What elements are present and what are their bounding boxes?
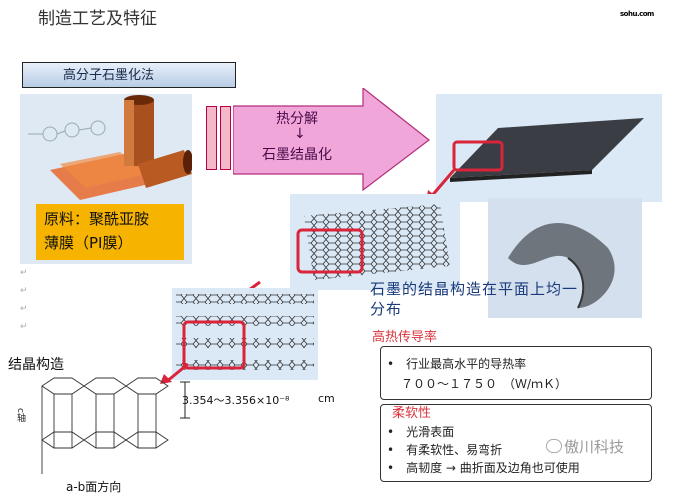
flex-bullet3-text: 高韧度 → 曲折面及边角也可使用 [406,461,580,475]
paragraph-mark-icon: ↵ [20,304,28,314]
flex-bullet1: • 光滑表面 [387,423,454,440]
lattice-unit: cm [318,392,335,405]
process-step2: 石墨结晶化 [262,144,332,164]
flex-bullet3: • 高韧度 → 曲折面及边角也可使用 [387,459,580,476]
raw-material-line1: 原料：聚酰亚胺 [44,208,149,229]
graphite-sheet-illustration [436,94,662,202]
page-title: 制造工艺及特征 [38,4,157,29]
thermal-bullet2: ７００～１７５０ （Ｗ/ｍＫ） [401,375,567,392]
wechat-icon [546,439,562,453]
flex-bullet2: • 有柔软性、易弯折 [387,441,502,458]
flex-bullet2-text: 有柔软性、易弯折 [406,443,502,457]
c-axis-label: c轴 [14,408,27,422]
raw-material-box: 原料：聚酰亚胺 薄膜（PI膜） [36,204,184,260]
slide-image: ↵ ↵ ↵ ↵ ↵ 高分子石墨化法 原料：聚酰亚胺 薄膜（PI膜） 热分解 ↓ … [8,58,672,495]
graphite-sheet-panel [436,94,662,202]
thermal-box: • 行业最高水平的导热率 ７００～１７５０ （Ｗ/ｍＫ） [380,346,652,400]
paragraph-mark-icon: ↵ [20,268,28,278]
watermark-text: 傲川科技 [564,436,624,457]
process-bar [220,106,231,170]
process-bar [206,106,217,170]
pi-film-illustration [20,94,192,204]
ab-plane-label: a-b面方向 [66,478,121,495]
lattice-block-medium [172,288,318,380]
lattice-block-large [290,194,460,290]
crystal-caption-line2: 分布 [370,298,402,319]
flex-bullet1-text: 光滑表面 [406,425,454,439]
crystal-structure-diagram [32,374,182,484]
paragraph-mark-icon: ↵ [20,286,28,296]
crystal-structure-label: 结晶构造 [8,354,64,374]
curved-sheet-panel [488,198,642,318]
down-arrow-icon: ↓ [294,126,306,142]
thermal-bullet1-text: 行业最高水平的导热率 [406,357,526,371]
curved-sheet-illustration [488,198,642,318]
process-step1: 热分解 [276,108,318,128]
sohu-logo: sohu.com [620,10,654,18]
thermal-bullet1: • 行业最高水平的导热率 [387,355,526,372]
crystal-caption-line1: 石墨的结晶构造在平面上均一 [370,278,578,299]
lattice-spacing: 3.354～3.356×10⁻⁸ [182,392,289,408]
process-arrow-icon [233,88,433,192]
raw-material-line2: 薄膜（PI膜） [44,232,132,253]
method-label: 高分子石墨化法 [22,62,236,88]
thermal-heading: 高热传导率 [372,326,437,345]
paragraph-mark-icon: ↵ [20,322,28,332]
